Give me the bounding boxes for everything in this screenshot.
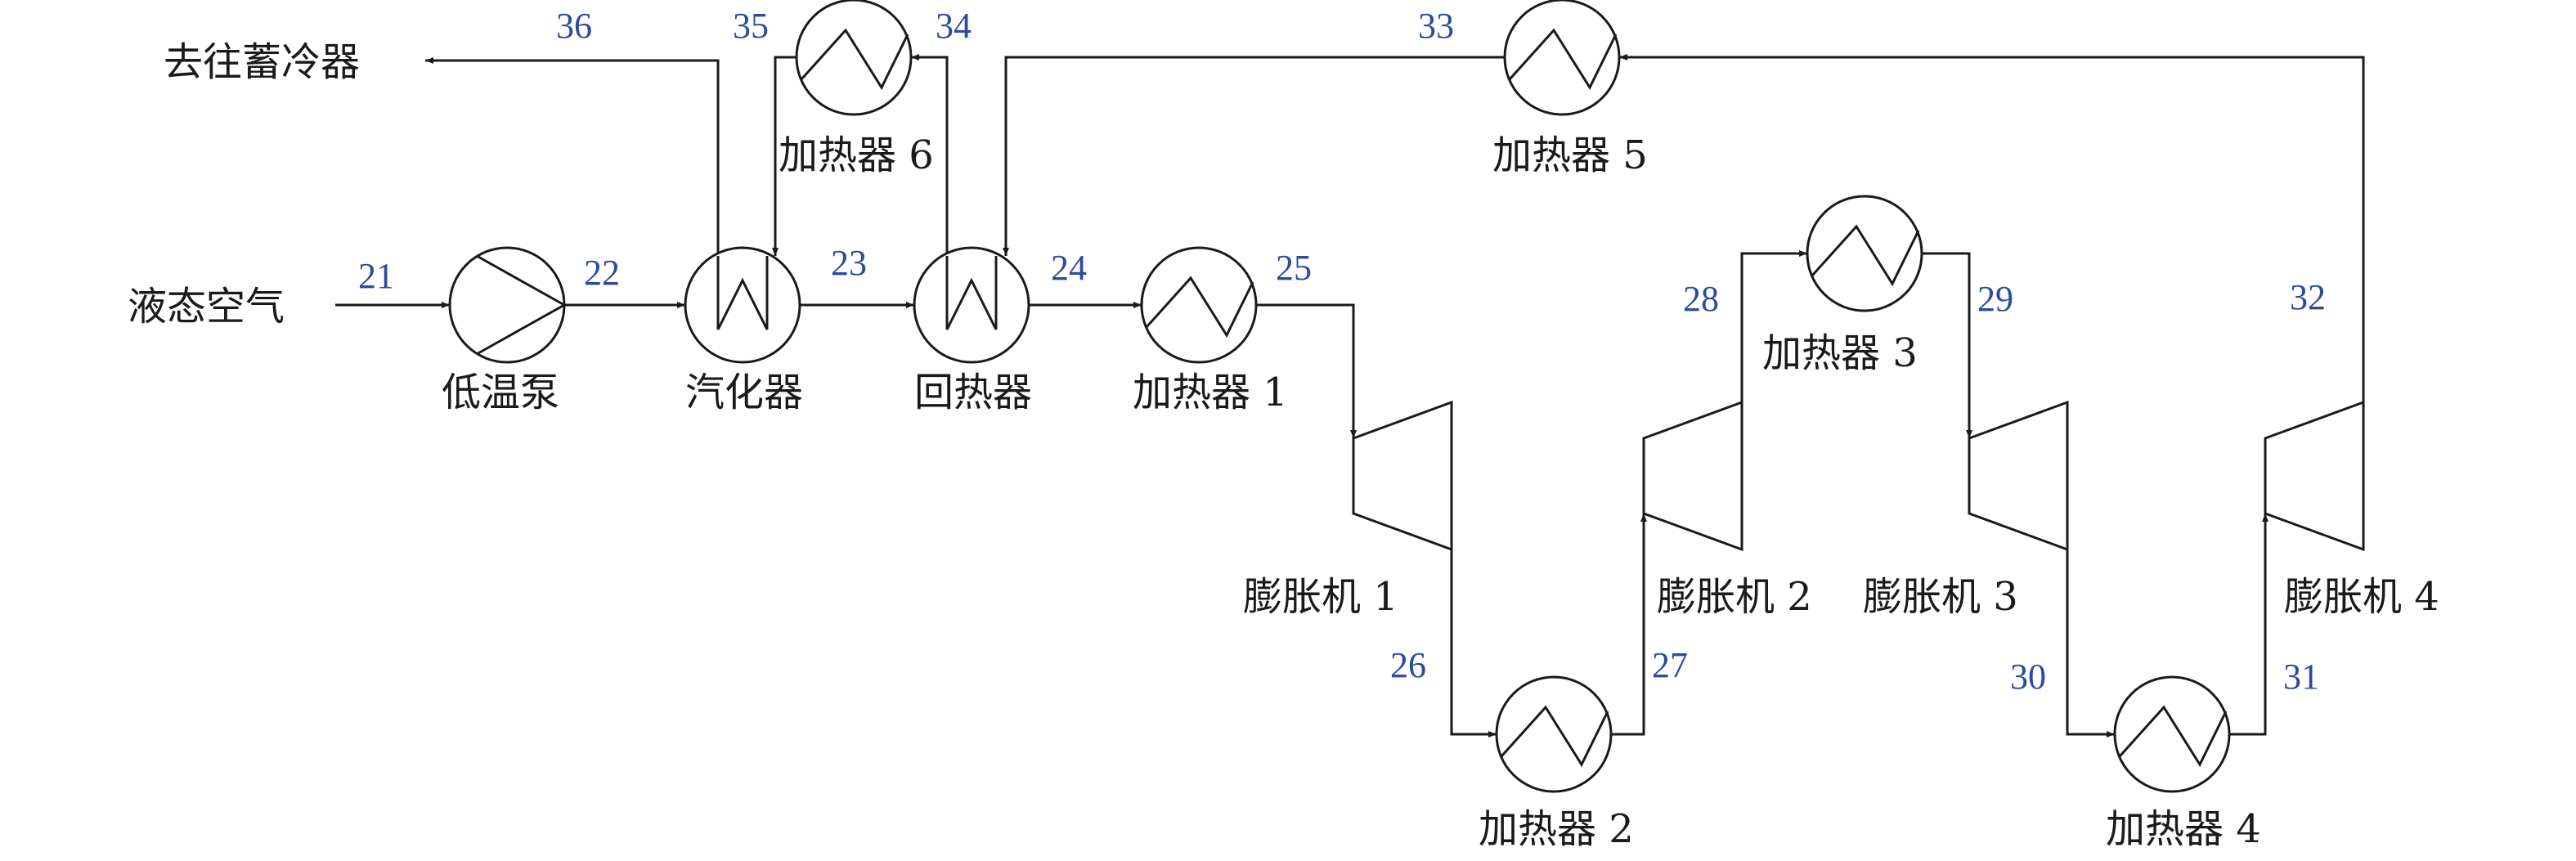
label-heater-4: 加热器 4 — [2106, 806, 2261, 852]
stream-number-27: 27 — [1652, 645, 1688, 685]
heater-4-symbol — [2113, 675, 2231, 793]
label-heater-2: 加热器 2 — [1479, 806, 1634, 852]
stream-line-26 — [1450, 549, 1497, 738]
label-heater-5: 加热器 5 — [1492, 132, 1648, 178]
stream-line-28 — [1740, 250, 1807, 402]
stream-number-28: 28 — [1683, 279, 1719, 319]
stream-numbers: 21 22 23 24 25 26 27 28 29 30 31 32 33 3… — [358, 6, 2326, 697]
label-expander-4: 膨胀机 4 — [2284, 574, 2439, 620]
expander-1-symbol — [1352, 400, 1453, 552]
stream-line-31 — [2229, 513, 2269, 736]
stream-number-36: 36 — [556, 6, 592, 46]
label-pump: 低温泵 — [442, 370, 559, 415]
stream-number-25: 25 — [1276, 248, 1312, 288]
stream-line-29 — [1922, 252, 1972, 438]
heater-5-symbol — [1503, 0, 1621, 116]
stream-line-30 — [2066, 549, 2115, 738]
stream-number-24: 24 — [1051, 248, 1087, 288]
stream-number-23: 23 — [831, 243, 867, 283]
heater-2-symbol — [1495, 675, 1613, 793]
stream-line-33 — [1003, 56, 1505, 256]
stream-line-36 — [425, 57, 720, 305]
stream-number-35: 35 — [733, 6, 769, 46]
stream-line-32 — [1619, 54, 2365, 402]
stream-line-35 — [772, 56, 797, 256]
flow-lines — [335, 54, 2365, 738]
stream-number-34: 34 — [936, 6, 972, 46]
label-expander-1: 膨胀机 1 — [1243, 574, 1398, 620]
label-expander-2: 膨胀机 2 — [1657, 574, 1812, 620]
stream-number-22: 22 — [584, 253, 620, 293]
stream-number-31: 31 — [2283, 657, 2319, 697]
stream-line-27 — [1611, 513, 1647, 736]
label-vaporizer: 汽化器 — [685, 370, 803, 415]
stream-line-25 — [1256, 303, 1357, 438]
expander-4-symbol — [2264, 400, 2365, 552]
equipment-labels: 液态空气 去往蓄冷器 低温泵 汽化器 回热器 加热器 1 加热器 2 加热器 3… — [128, 39, 2439, 852]
label-expander-3: 膨胀机 3 — [1863, 574, 2018, 620]
stream-number-30: 30 — [2010, 657, 2046, 697]
heater-6-symbol — [795, 0, 913, 116]
heater-1-symbol — [1140, 246, 1258, 364]
heater-3-symbol — [1806, 195, 1923, 312]
label-liquid-air: 液态空气 — [128, 284, 285, 330]
label-recuperator: 回热器 — [914, 370, 1032, 415]
stream-line-34 — [911, 54, 949, 305]
stream-number-33: 33 — [1418, 6, 1454, 46]
label-heater-1: 加热器 1 — [1133, 370, 1288, 415]
label-to-cold-storage: 去往蓄冷器 — [164, 39, 360, 85]
stream-number-29: 29 — [1977, 279, 2013, 319]
label-heater-3: 加热器 3 — [1762, 330, 1918, 376]
stream-number-26: 26 — [1390, 645, 1426, 685]
stream-number-32: 32 — [2290, 277, 2326, 317]
stream-number-21: 21 — [358, 256, 394, 296]
label-heater-6: 加热器 6 — [779, 132, 934, 178]
expander-3-symbol — [1968, 400, 2069, 552]
pump-symbol — [448, 246, 568, 364]
expander-2-symbol — [1642, 400, 1744, 552]
vaporizer-symbol — [684, 246, 801, 364]
recuperator-symbol — [913, 246, 1030, 364]
